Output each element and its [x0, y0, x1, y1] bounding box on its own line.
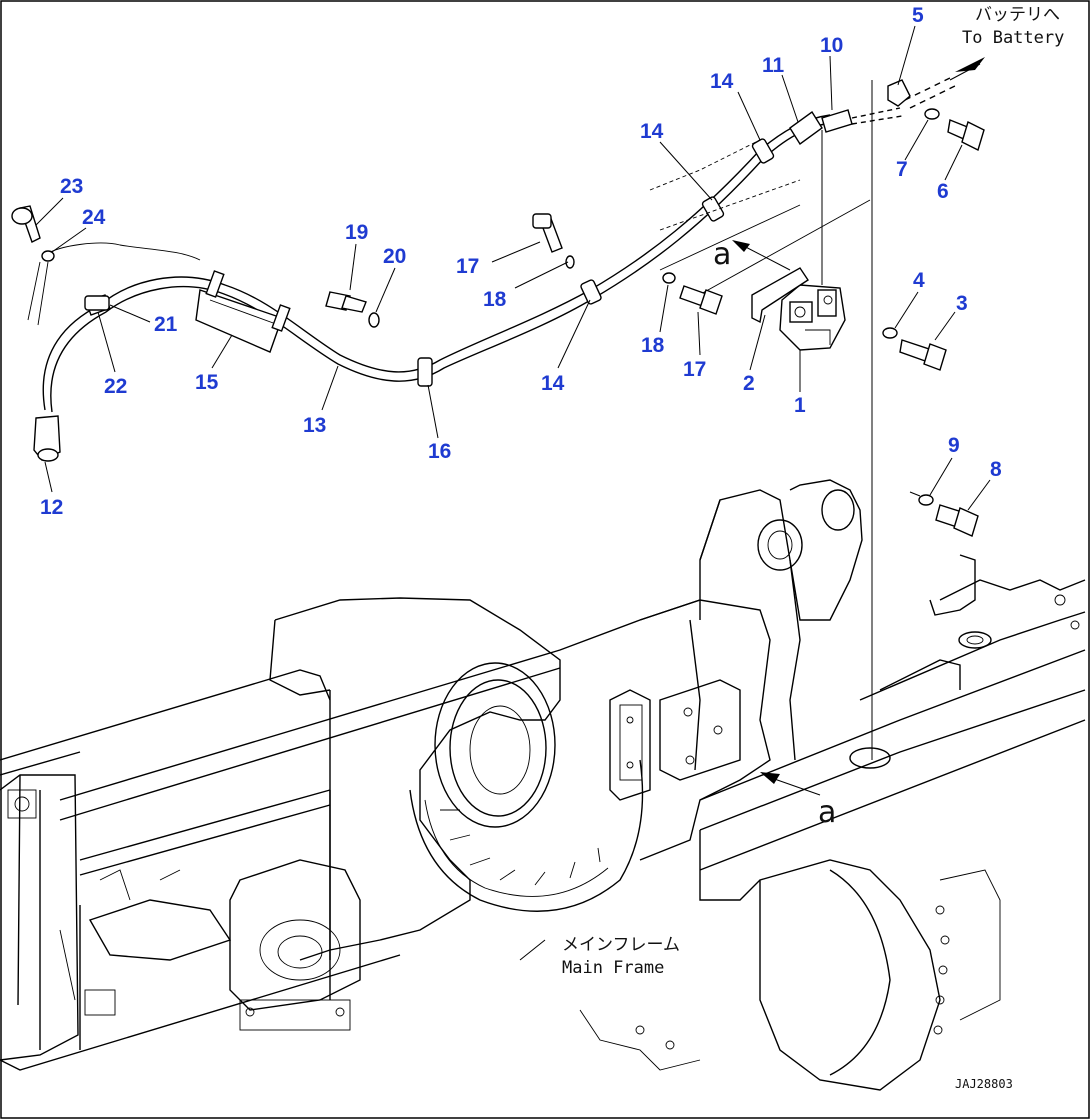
callout-13: 13 — [303, 414, 326, 437]
callout-17-lower: 17 — [683, 358, 706, 381]
text-notes: バッテリへ To Battery メインフレーム Main Frame a a … — [562, 5, 1064, 1091]
callout-7: 7 — [896, 158, 908, 181]
callout-18-lower: 18 — [641, 334, 665, 357]
battery-label-jp: バッテリへ — [975, 5, 1060, 25]
callout-15: 15 — [195, 371, 219, 394]
callout-14-middle: 14 — [640, 120, 664, 143]
view-letter-upper: a — [713, 237, 731, 272]
callout-numbers: 1 2 3 4 5 6 7 8 9 10 11 12 13 14 14 14 1… — [40, 4, 1002, 519]
callout-12: 12 — [40, 496, 63, 519]
main-frame-label-en: Main Frame — [562, 958, 664, 978]
callout-14-upper: 14 — [710, 70, 734, 93]
view-letter-lower: a — [818, 795, 836, 830]
callout-17-upper: 17 — [456, 255, 479, 278]
callout-6: 6 — [937, 180, 949, 203]
leader-lines — [35, 25, 991, 511]
callout-23: 23 — [60, 175, 83, 198]
callout-8: 8 — [990, 458, 1002, 481]
callout-1: 1 — [794, 394, 806, 417]
battery-cable-harness — [27, 57, 985, 462]
callout-18-upper: 18 — [483, 288, 507, 311]
callout-5: 5 — [912, 4, 924, 27]
callout-11: 11 — [762, 54, 785, 77]
view-indicators — [732, 240, 821, 796]
callout-10: 10 — [820, 34, 843, 57]
callout-14-lower: 14 — [541, 372, 565, 395]
callout-24: 24 — [82, 206, 106, 229]
callout-2: 2 — [743, 372, 755, 395]
callout-20: 20 — [383, 245, 406, 268]
callout-3: 3 — [956, 292, 968, 315]
callout-21: 21 — [154, 313, 178, 336]
battery-label-en: To Battery — [962, 28, 1064, 48]
main-frame-label-jp: メインフレーム — [562, 935, 680, 955]
main-frame-structure — [0, 479, 1086, 1091]
callout-19: 19 — [345, 221, 368, 244]
callout-4: 4 — [913, 269, 925, 292]
callout-9: 9 — [948, 434, 960, 457]
hardware-parts — [11, 108, 985, 537]
callout-22: 22 — [104, 375, 127, 398]
drawing-code: JAJ28803 — [955, 1077, 1013, 1091]
callout-16: 16 — [428, 440, 451, 463]
